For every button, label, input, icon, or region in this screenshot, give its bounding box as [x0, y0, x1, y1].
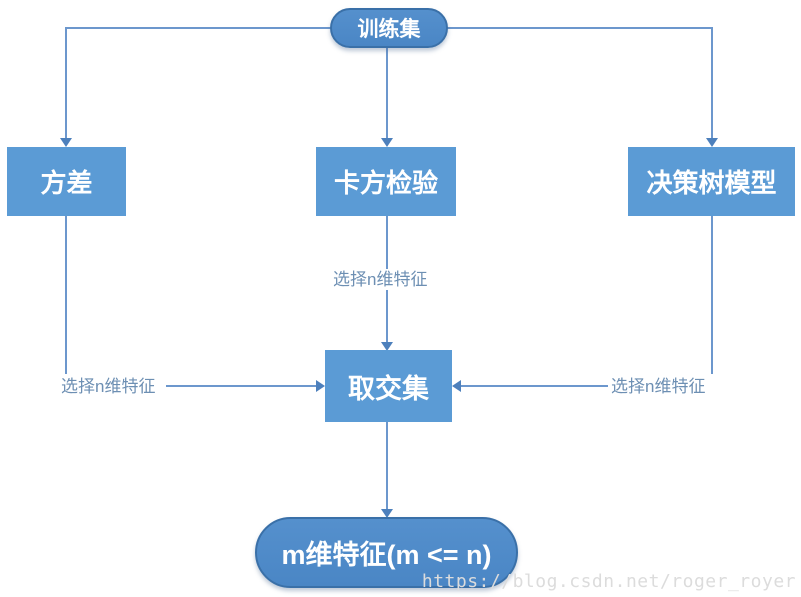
node-intersection-label: 取交集 [348, 373, 429, 404]
node-variance: 方差 [7, 147, 126, 216]
node-chi-square-label: 卡方检验 [333, 168, 438, 198]
edge-label-decisiontree-to-intersection: 选择n维特征 [608, 376, 709, 397]
arrowhead-down-chisquare-icon [381, 138, 393, 147]
connector-trainingset-left-horizontal [65, 27, 331, 29]
arrowhead-left-intersection-icon [452, 380, 461, 392]
arrowhead-down-result-icon [381, 509, 393, 518]
arrowhead-down-intersection-icon [381, 342, 393, 351]
connector-trainingset-to-decisiontree [711, 27, 713, 138]
edge-label-chisquare-to-intersection: 选择n维特征 [330, 269, 431, 290]
edge-label-variance-to-intersection: 选择n维特征 [58, 376, 159, 397]
connector-trainingset-right-horizontal [447, 27, 713, 29]
connector-intersection-to-result [386, 422, 388, 509]
arrowhead-right-intersection-icon [316, 380, 325, 392]
connector-decisiontree-to-intersection [460, 385, 611, 387]
node-intersection: 取交集 [325, 350, 452, 422]
connector-trainingset-to-chisquare [386, 48, 388, 138]
node-training-set-label: 训练集 [357, 18, 421, 41]
node-result-label: m维特征(m <= n) [281, 540, 492, 570]
connector-variance-down [65, 216, 67, 374]
arrowhead-down-decisiontree-icon [706, 138, 718, 147]
node-decision-tree: 决策树模型 [628, 147, 795, 216]
connector-variance-to-intersection [166, 385, 317, 387]
node-training-set: 训练集 [330, 8, 448, 48]
watermark-url: https://blog.csdn.net/roger_royer [421, 571, 796, 592]
connector-trainingset-to-variance [65, 27, 67, 138]
node-decision-tree-label: 决策树模型 [646, 168, 777, 198]
node-variance-label: 方差 [40, 168, 93, 198]
node-result: m维特征(m <= n) [255, 517, 518, 588]
arrowhead-down-variance-icon [60, 138, 72, 147]
connector-decisiontree-down [711, 216, 713, 374]
node-chi-square: 卡方检验 [316, 147, 456, 216]
